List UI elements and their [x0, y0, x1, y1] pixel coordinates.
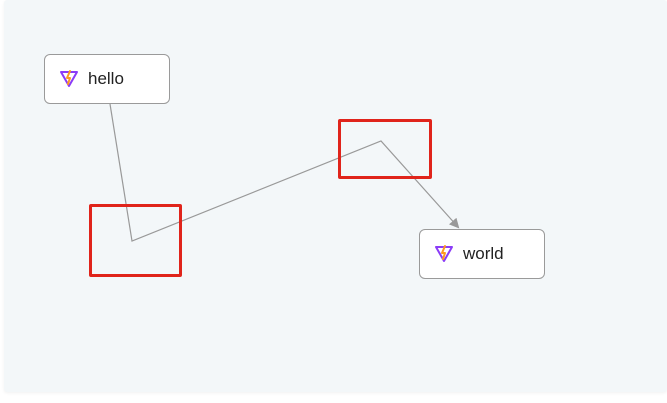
node-label: hello [88, 69, 124, 88]
node-label: world [463, 244, 504, 263]
vite-logo-icon [60, 70, 78, 87]
node-world[interactable]: world [419, 229, 545, 279]
vite-logo-icon [435, 245, 453, 262]
node-hello[interactable]: hello [44, 54, 170, 104]
